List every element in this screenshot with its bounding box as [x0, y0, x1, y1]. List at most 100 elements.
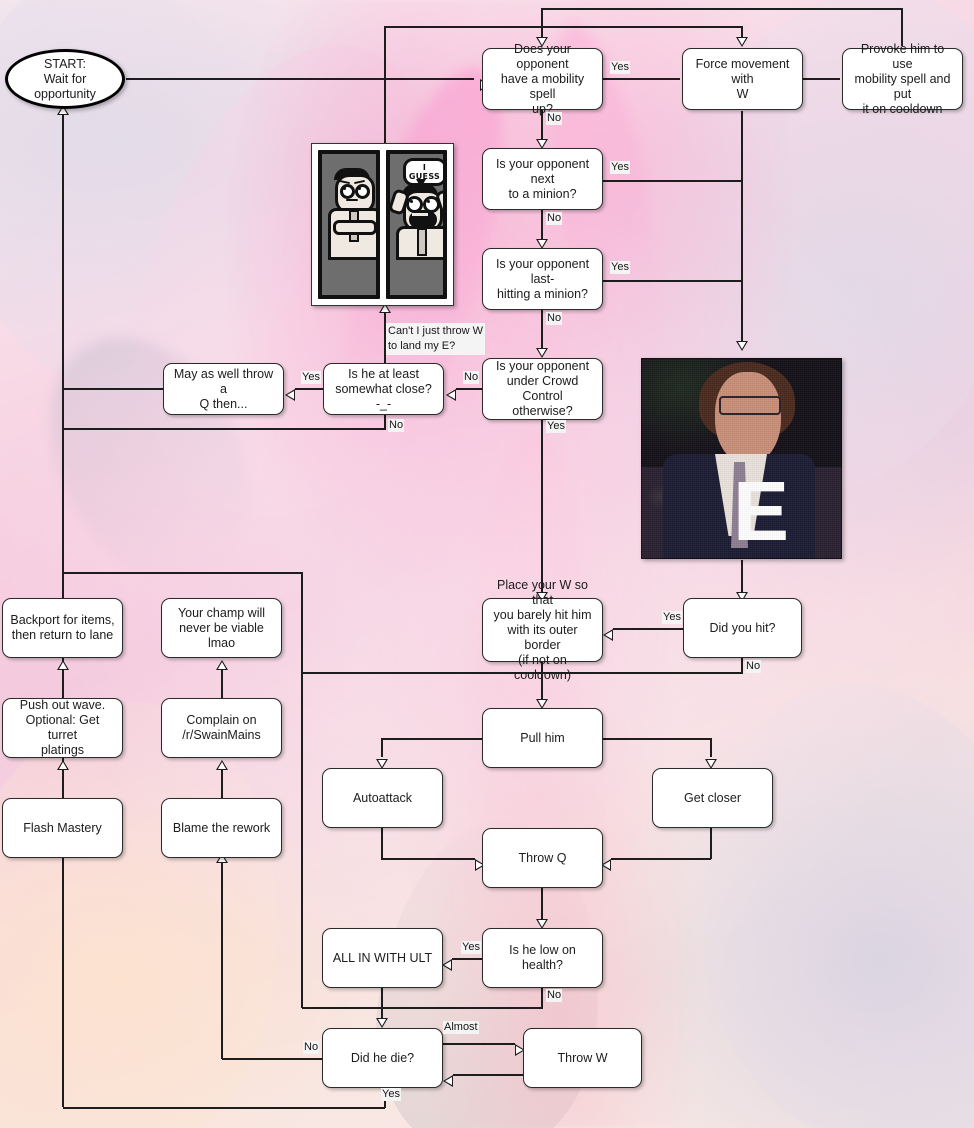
node-start[interactable]: START: Wait for opportunity: [5, 49, 125, 109]
edge-label-lasthitting-yes: Yes: [610, 261, 630, 274]
edge-pullhim-to-getcloser: [602, 738, 712, 740]
comic-tie: [416, 228, 427, 256]
node-get-closer[interactable]: Get closer: [652, 768, 773, 828]
node-complain-subreddit[interactable]: Complain on /r/SwainMains: [161, 698, 282, 758]
node-place-your-w[interactable]: Place your W so that you barely hit him …: [482, 578, 603, 682]
arrowhead: [603, 629, 613, 641]
node-provoke-mobility[interactable]: Provoke him to use mobility spell and pu…: [842, 42, 963, 116]
edge-nextminion-yes: [603, 180, 743, 182]
edge-label-close-yes: Yes: [301, 371, 321, 384]
comic-pupil: [343, 187, 346, 190]
node-start-label: START: Wait for opportunity: [34, 56, 96, 101]
node-flash-mastery[interactable]: Flash Mastery: [2, 798, 123, 858]
edge-provoke-loop-top: [542, 8, 903, 10]
e-meme-tie: [731, 462, 748, 548]
node-mobility-spell[interactable]: Does your opponent have a mobility spell…: [482, 42, 603, 116]
edge-lasthitting-no: [541, 310, 543, 349]
edge-didhedie-no-up: [221, 862, 223, 1059]
edge-nextminion-no: [541, 210, 543, 240]
edge-top-rail-to-forcew: [384, 26, 743, 28]
node-did-he-die[interactable]: Did he die?: [322, 1028, 443, 1088]
arrowhead: [736, 341, 748, 351]
e-meme-letter: E: [733, 464, 790, 558]
node-force-movement-w[interactable]: Force movement with W: [682, 48, 803, 110]
edge-label-lasthitting-no: No: [546, 312, 563, 325]
node-may-throw-q-label: May as well throw a Q then...: [173, 366, 274, 411]
node-blame-rework[interactable]: Blame the rework: [161, 798, 282, 858]
e-meme-face: [715, 372, 781, 464]
edge-label-didhedie-yes: Yes: [381, 1088, 401, 1101]
edge-blame-to-complain: [221, 768, 223, 800]
node-provoke-mobility-label: Provoke him to use mobility spell and pu…: [854, 41, 951, 116]
node-did-you-hit[interactable]: Did you hit?: [683, 598, 802, 658]
edge-lowhealth-yes: [452, 958, 484, 960]
node-last-hitting-minion-label: Is your opponent last- hitting a minion?: [495, 256, 590, 301]
edge-getcloser-down: [710, 827, 712, 859]
edge-push-to-backport: [62, 668, 64, 700]
node-next-to-minion[interactable]: Is your opponent next to a minion?: [482, 148, 603, 210]
node-never-viable-label: Your champ will never be viable lmao: [177, 605, 266, 650]
e-meme-noise: [641, 358, 842, 559]
edge-didhedie-no: [222, 1058, 323, 1060]
node-low-on-health[interactable]: Is he low on health?: [482, 928, 603, 988]
node-throw-w-label: Throw W: [557, 1050, 608, 1065]
edge-label-mobility-yes: Yes: [610, 61, 630, 74]
arrowhead: [57, 105, 69, 115]
node-crowd-control-label: Is your opponent under Crowd Control oth…: [495, 359, 590, 418]
e-meme-border: [641, 358, 842, 559]
node-throw-q[interactable]: Throw Q: [482, 828, 603, 888]
edge-close-no-down: [384, 414, 386, 430]
edge-flash-to-push: [62, 768, 64, 800]
arrowhead: [515, 1044, 525, 1056]
edge-provoke-loop-down: [541, 8, 543, 38]
edge-close-no-left: [63, 428, 385, 430]
node-last-hitting-minion[interactable]: Is your opponent last- hitting a minion?: [482, 248, 603, 310]
edge-label-didhedie-almost: Almost: [443, 1021, 479, 1034]
node-mobility-spell-label: Does your opponent have a mobility spell…: [500, 41, 585, 116]
comic-eye: [355, 184, 370, 199]
edge-label-lowhealth-yes: Yes: [461, 941, 481, 954]
node-pull-him-label: Pull him: [520, 730, 565, 745]
arrowhead: [216, 660, 228, 670]
e-meme-image: E: [641, 358, 842, 559]
node-autoattack[interactable]: Autoattack: [322, 768, 443, 828]
edge-autoattack-down: [381, 827, 383, 859]
edge-placew-to-pullhim: [541, 661, 543, 701]
arrowhead: [536, 592, 548, 602]
node-never-viable[interactable]: Your champ will never be viable lmao: [161, 598, 282, 658]
edge-label-close-no: No: [388, 419, 405, 432]
node-push-out-wave[interactable]: Push out wave. Optional: Get turret plat…: [2, 698, 123, 758]
arrowhead: [536, 239, 548, 249]
node-all-in-with-ult[interactable]: ALL IN WITH ULT: [322, 928, 443, 988]
node-may-throw-q[interactable]: May as well throw a Q then...: [163, 363, 284, 415]
node-blame-rework-label: Blame the rework: [172, 820, 271, 835]
comic-pupil: [409, 200, 413, 203]
node-backport[interactable]: Backport for items, then return to lane: [2, 598, 123, 658]
node-crowd-control[interactable]: Is your opponent under Crowd Control oth…: [482, 358, 603, 420]
node-pull-him[interactable]: Pull him: [482, 708, 603, 768]
edge-didyouhit-yes: [613, 628, 683, 630]
arrowhead: [376, 1018, 388, 1028]
edge-label-nextminion-yes: Yes: [610, 161, 630, 174]
edge-label-didyouhit-yes: Yes: [662, 611, 682, 624]
arrowhead: [442, 959, 452, 971]
arrowhead: [443, 1075, 453, 1087]
arrowhead: [376, 759, 388, 769]
edge-autoattack-to-throwq: [381, 858, 475, 860]
edge-label-didyouhit-no: No: [745, 660, 762, 673]
node-did-he-die-label: Did he die?: [350, 1050, 415, 1065]
edge-label-nextminion-no: No: [546, 212, 563, 225]
arrowhead: [379, 303, 391, 313]
edge-label-cc-no: No: [463, 371, 480, 384]
node-throw-w[interactable]: Throw W: [523, 1028, 642, 1088]
edge-start-to-mobility: [126, 78, 474, 80]
edge-label-didhedie-no: No: [303, 1041, 320, 1054]
node-did-you-hit-label: Did you hit?: [709, 620, 776, 635]
node-get-closer-label: Get closer: [684, 790, 741, 805]
node-flash-mastery-label: Flash Mastery: [23, 820, 102, 835]
node-somewhat-close[interactable]: Is he at least somewhat close? -_-: [323, 363, 444, 415]
node-backport-label: Backport for items, then return to lane: [10, 613, 115, 642]
arrowhead: [536, 139, 548, 149]
node-throw-q-label: Throw Q: [518, 850, 567, 865]
